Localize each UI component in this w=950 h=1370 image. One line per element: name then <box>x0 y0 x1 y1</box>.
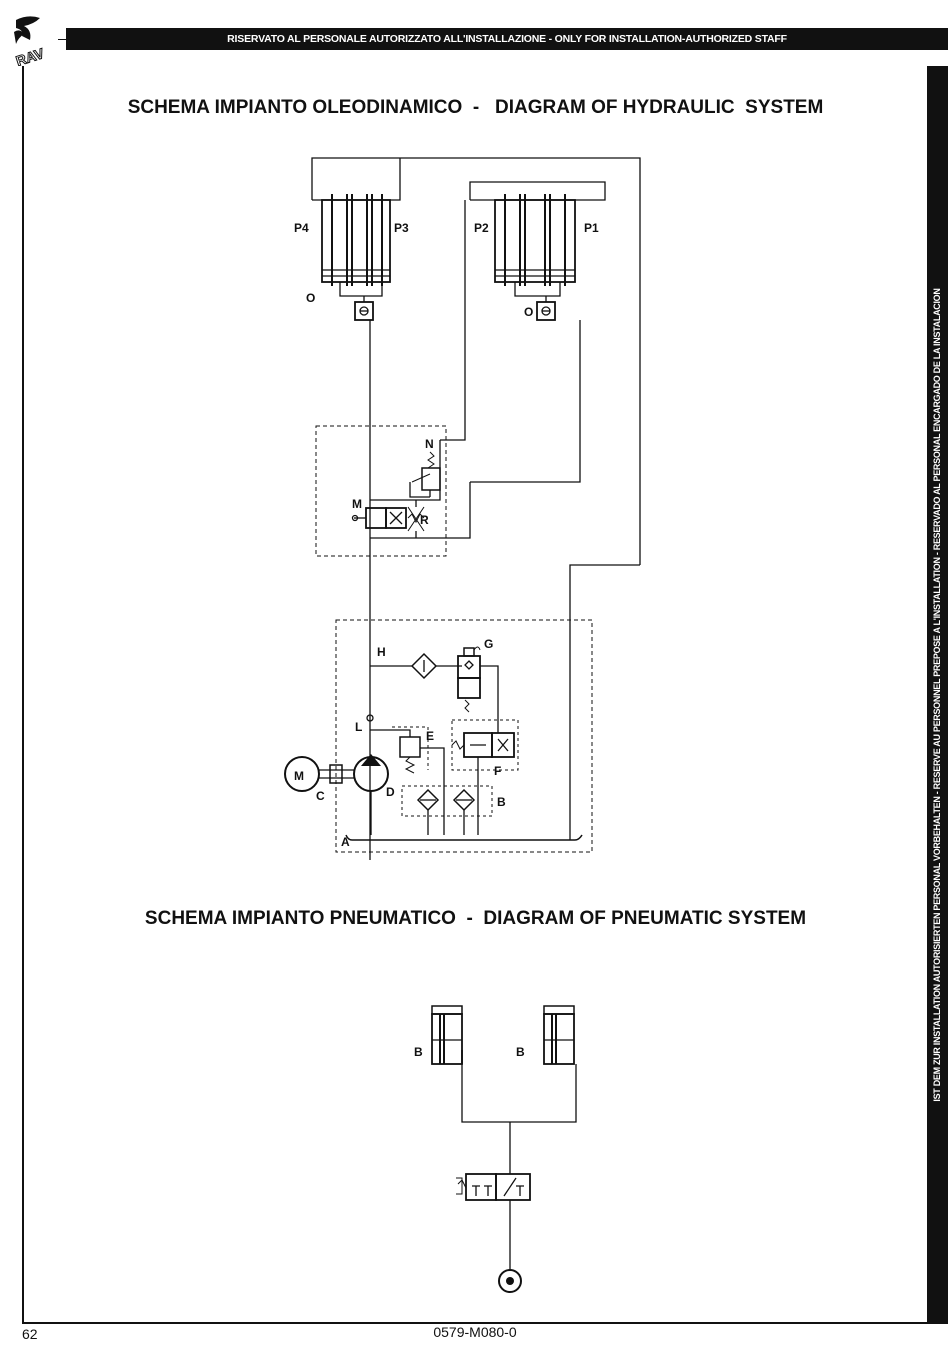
cylinder-group-right <box>440 181 606 483</box>
pneumatic-title: SCHEMA IMPIANTO PNEUMATICO - DIAGRAM OF … <box>144 908 807 929</box>
header-tick <box>58 39 66 40</box>
label-b-right: B <box>516 1045 525 1059</box>
header-banner: RISERVATO AL PERSONALE AUTORIZZATO ALL'I… <box>66 28 948 50</box>
cylinder-group-left <box>311 157 641 860</box>
label-o-left: O <box>306 291 315 305</box>
hydraulic-title: SCHEMA IMPIANTO OLEODINAMICO - DIAGRAM O… <box>127 97 824 118</box>
side-banner-bar <box>927 66 948 1324</box>
label-h: H <box>377 645 386 659</box>
frame-left <box>22 66 24 1324</box>
label-p2: P2 <box>474 221 489 235</box>
label-f: F <box>494 764 501 778</box>
label-a: A <box>341 835 350 849</box>
label-b: B <box>497 795 506 809</box>
power-unit <box>284 619 593 853</box>
hydraulic-diagram: P4 P3 P2 P1 O O N M R H G L E F M C D B … <box>284 157 641 860</box>
pneumatic-diagram: B B <box>414 1005 577 1293</box>
frame-bottom <box>22 1322 927 1324</box>
label-d: D <box>386 785 395 799</box>
label-r: R <box>420 513 429 527</box>
label-c: C <box>316 789 325 803</box>
label-l: L <box>355 720 362 734</box>
label-b-left: B <box>414 1045 423 1059</box>
label-p1: P1 <box>584 221 599 235</box>
document-code: 0579-M080-0 <box>433 1324 517 1340</box>
valve-block <box>315 425 471 557</box>
label-n: N <box>425 437 434 451</box>
rav-logo: RAV <box>13 16 47 66</box>
label-g: G <box>484 637 493 651</box>
label-motor: M <box>294 769 304 783</box>
label-p4: P4 <box>294 221 309 235</box>
label-p3: P3 <box>394 221 409 235</box>
label-m: M <box>352 497 362 511</box>
page-number: 62 <box>22 1326 38 1342</box>
label-e: E <box>426 729 434 743</box>
label-o-right: O <box>524 305 533 319</box>
